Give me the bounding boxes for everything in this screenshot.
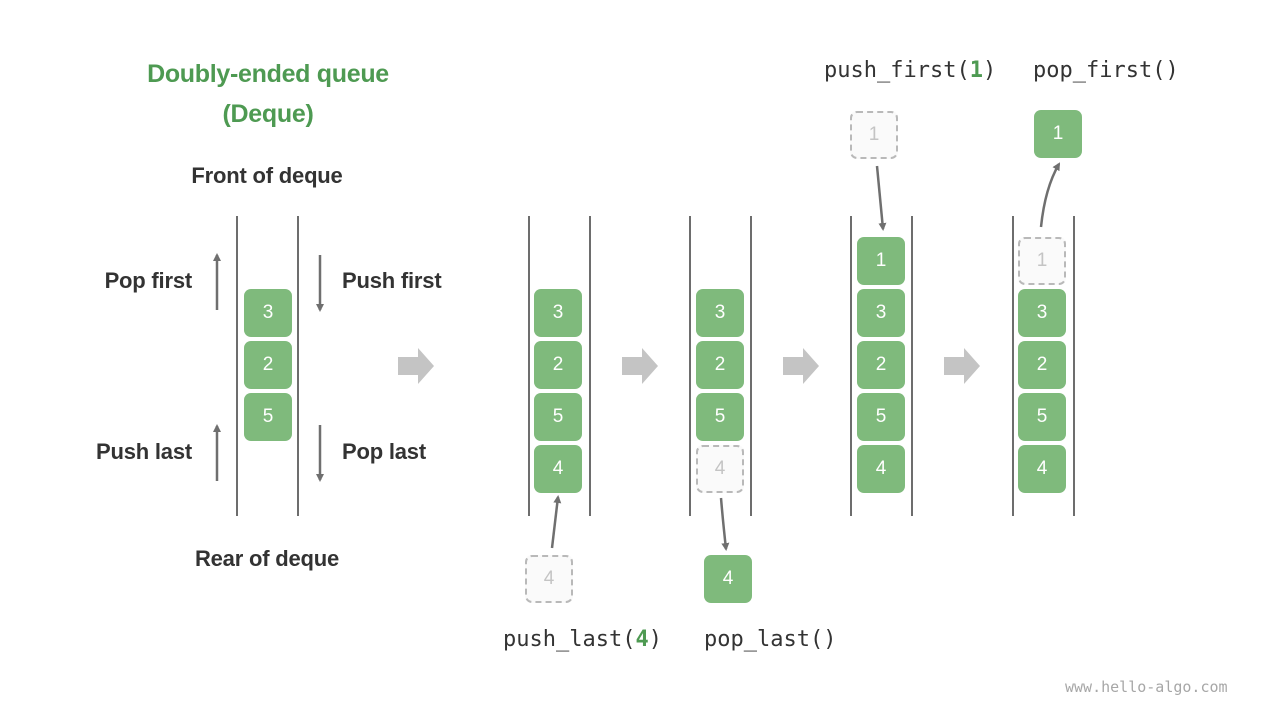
op-close: ) [648,627,662,652]
op-pop-last: pop_last() [704,627,837,652]
deque-element: 2 [696,341,744,389]
op-arg: 4 [635,627,649,652]
watermark: www.hello-algo.com [1065,678,1228,696]
incoming-element: 1 [850,111,898,159]
op-name: push_last( [503,627,636,652]
deque-wall-left [850,216,852,516]
transition-arrow [398,348,434,384]
deque-wall-right [911,216,913,516]
deque-element: 2 [1018,341,1066,389]
title-line-2: (Deque) [222,100,314,128]
title-line-1: Doubly-ended queue [147,60,389,88]
deque-element: 5 [857,393,905,441]
transition-arrow [783,348,819,384]
deque-element: 4 [534,445,582,493]
push-first-move-arrow [875,165,887,231]
rear-label: Rear of deque [194,546,340,571]
deque-element: 2 [534,341,582,389]
push-last-label: Push last [95,439,192,464]
deque-element: 3 [244,289,292,337]
deque-element: 3 [1018,289,1066,337]
deque-wall-left [528,216,530,516]
deque-element: 5 [534,393,582,441]
deque-element: 3 [696,289,744,337]
front-label: Front of deque [191,163,343,188]
deque-wall-right [750,216,752,516]
pop-first-move-arrow [1039,162,1061,228]
deque-element: 3 [534,289,582,337]
deque-element: 5 [696,393,744,441]
deque-element: 3 [857,289,905,337]
deque-wall-left [1012,216,1014,516]
pop-first-label: Pop first [104,268,193,293]
op-pop-first: pop_first() [1033,58,1179,83]
op-push-last: push_last(4) [503,627,662,652]
removed-element: 1 [1034,110,1082,158]
op-arg: 1 [969,58,983,83]
push-first-label: Push first [342,268,442,293]
op-push-first: push_first(1) [824,58,996,83]
deque-element: 4 [857,445,905,493]
op-name: push_first( [824,58,970,83]
deque-element: 4 [1018,445,1066,493]
incoming-element: 4 [525,555,573,603]
transition-arrow [622,348,658,384]
push-last-move-arrow [550,495,562,549]
deque-wall-left [689,216,691,516]
removed-element: 4 [704,555,752,603]
vacated-slot: 4 [696,445,744,493]
deque-element: 1 [857,237,905,285]
deque-element: 2 [244,341,292,389]
deque-element: 5 [1018,393,1066,441]
diagram-title: Doubly-ended queue (Deque) [118,54,418,134]
pop-last-move-arrow [719,497,730,551]
op-close: ) [982,58,997,83]
deque-element: 2 [857,341,905,389]
deque-wall-left [236,216,238,516]
deque-wall-right [1073,216,1075,516]
pop-last-label: Pop last [342,439,426,464]
transition-arrow [944,348,980,384]
deque-element: 5 [244,393,292,441]
deque-wall-right [297,216,299,516]
deque-wall-right [589,216,591,516]
vacated-slot: 1 [1018,237,1066,285]
